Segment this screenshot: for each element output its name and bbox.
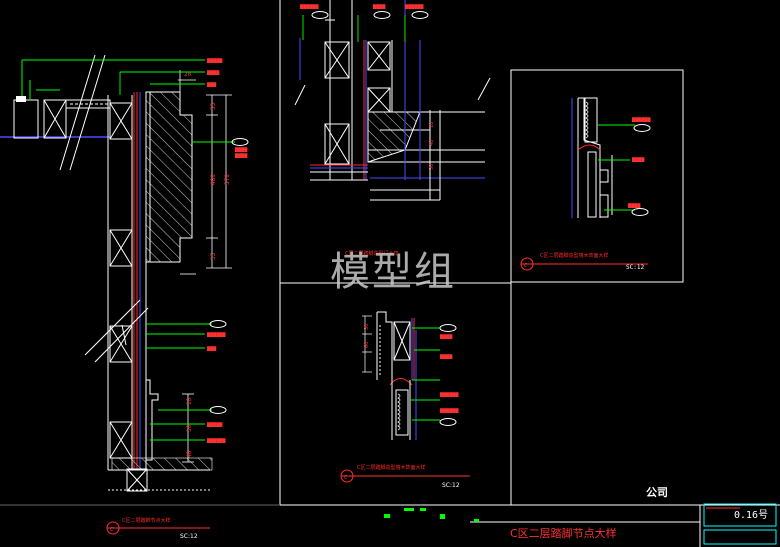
svg-text:██████: ██████ [439, 392, 459, 397]
svg-text:10: 10 [429, 122, 435, 128]
svg-text:60: 60 [364, 342, 370, 348]
svg-text:████: ████ [627, 203, 641, 208]
svg-text:████: ████ [439, 334, 453, 339]
svg-text:C: C [524, 263, 528, 269]
svg-text:████: ████ [631, 157, 645, 162]
svg-text:████: ████ [234, 153, 248, 158]
detail-title-middle-lower: C区二层踏脚造型墙木饰面大样 [357, 465, 426, 471]
sheet-number: 0.16号 [734, 510, 769, 521]
svg-text:40: 40 [429, 140, 435, 146]
svg-text:570: 570 [224, 174, 231, 185]
svg-text:30: 30 [429, 164, 435, 170]
svg-text:C: C [344, 475, 348, 481]
svg-text:35: 35 [210, 252, 217, 260]
svg-text:██████: ██████ [439, 408, 459, 413]
svg-text:SC:12: SC:12 [442, 482, 460, 489]
top-middle-detail: ██████ ████ ██████ 10 40 30 [294, 0, 491, 201]
watermark: 模型组 [330, 249, 456, 295]
left-detail: 55 480 570 35 20 10 30 40 █████ ████ ███ [0, 54, 249, 540]
svg-text:10: 10 [186, 397, 193, 405]
detail-title-left: C区二层踏脚节点大样 [122, 518, 171, 524]
svg-text:█████: █████ [206, 422, 223, 427]
svg-text:SC:12: SC:12 [180, 533, 198, 540]
top-right-detail: ██████ ████ ████ C [520, 97, 651, 271]
company-name: 公司 [646, 486, 668, 499]
svg-text:20: 20 [184, 71, 192, 78]
svg-text:████: ████ [439, 354, 453, 359]
scale-top-right: SC:12 [626, 264, 645, 271]
svg-text:40: 40 [186, 450, 193, 458]
middle-lower-detail: 30 60 ████ ████ ██████ ██████ C SC:12 [340, 311, 470, 489]
svg-text:██████: ██████ [299, 4, 319, 9]
svg-text:████: ████ [206, 70, 220, 75]
svg-text:██████: ██████ [206, 332, 226, 337]
svg-text:██████: ██████ [404, 4, 424, 9]
svg-text:C: C [110, 527, 114, 533]
svg-text:480: 480 [210, 174, 217, 185]
svg-text:30: 30 [186, 424, 193, 432]
svg-text:████: ████ [234, 147, 248, 152]
detail-title-top-right: C区二层踏脚造型墙木饰面大样 [540, 253, 609, 259]
svg-text:███: ███ [206, 82, 217, 87]
svg-text:██████: ██████ [631, 117, 651, 122]
detail-title-top-middle: C区二层踏脚造型门大样 [345, 251, 399, 257]
drawing-title: C区二层踏脚节点大样 [510, 527, 617, 540]
svg-text:30: 30 [364, 324, 370, 330]
svg-text:55: 55 [210, 102, 217, 110]
svg-text:█████: █████ [206, 58, 223, 63]
svg-text:████: ████ [372, 4, 386, 9]
svg-text:███: ███ [206, 346, 217, 351]
svg-text:██████: ██████ [206, 438, 226, 443]
green-marks [384, 508, 479, 522]
